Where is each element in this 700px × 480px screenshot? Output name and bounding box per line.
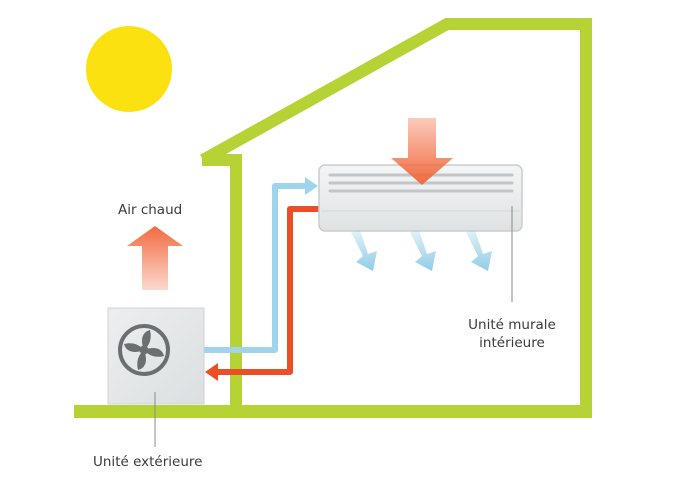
ground-line [74, 405, 592, 418]
house-outline [200, 18, 592, 416]
hot-pipe [218, 206, 319, 375]
hot-pipe-arrowhead [205, 363, 218, 381]
hot-air-arrow [127, 226, 183, 290]
sun-icon [86, 26, 172, 112]
cold-pipe-arrowhead [305, 177, 318, 195]
indoor-unit-label: Unité murale intérieure [455, 316, 569, 352]
cool-air-arrows [351, 230, 492, 271]
indoor-unit-label-line1: Unité murale [468, 317, 556, 333]
cold-pipe [204, 183, 306, 353]
intake-hot-arrow [391, 118, 453, 185]
indoor-unit-label-line2: intérieure [479, 335, 545, 351]
outdoor-unit-label: Unité extérieure [93, 454, 203, 470]
hot-air-label: Air chaud [118, 202, 183, 218]
fan-icon [118, 324, 170, 376]
